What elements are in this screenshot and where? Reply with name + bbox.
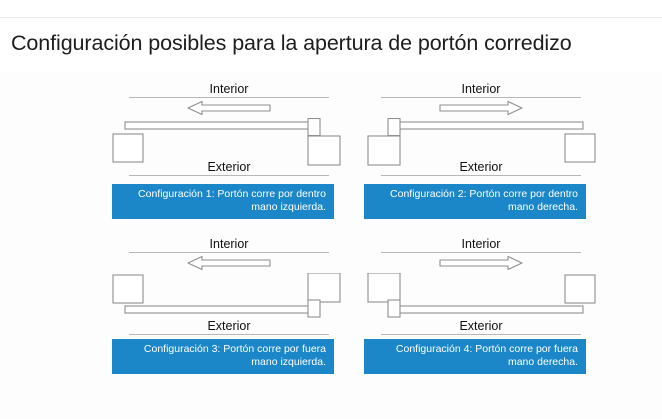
config-panel-2: Interior Exterior Configuración: [355, 82, 605, 230]
exterior-label-2: Exterior: [381, 160, 581, 176]
sliding-gate-inside-right-icon: [367, 118, 596, 166]
sliding-gate-inside-left-icon: [112, 118, 341, 166]
config-caption-4: Configuración 4: Portón corre por fuera …: [364, 339, 586, 374]
gate-drawing-3: [103, 273, 353, 329]
arrow-left-outline-icon: [187, 255, 271, 271]
interior-label-2: Interior: [381, 82, 581, 98]
direction-arrow-1: [129, 100, 329, 116]
exterior-label-1: Exterior: [129, 160, 329, 176]
config-panel-4: Interior Exterior Configuración: [355, 237, 605, 385]
gate-drawing-4: [355, 273, 605, 329]
exterior-rule: [381, 334, 581, 335]
config-panel-3: Interior Ex: [103, 237, 353, 385]
gate-drawing-2: [355, 118, 605, 174]
exterior-rule: [129, 334, 329, 335]
interior-rule: [129, 252, 329, 253]
arrow-left-outline-icon: [187, 100, 271, 116]
config-caption-3: Configuración 3: Portón corre por fuera …: [112, 339, 334, 374]
exterior-rule: [381, 175, 581, 176]
page-title: Configuración posibles para la apertura …: [11, 31, 572, 55]
interior-label-3: Interior: [129, 237, 329, 253]
arrow-right-outline-icon: [439, 100, 523, 116]
direction-arrow-3: [129, 255, 329, 271]
interior-label-4: Interior: [381, 237, 581, 253]
interior-rule: [129, 97, 329, 98]
interior-rule: [381, 97, 581, 98]
arrow-right-outline-icon: [439, 255, 523, 271]
config-caption-1: Configuración 1: Portón corre por dentro…: [112, 184, 334, 219]
gate-drawing-1: [103, 118, 353, 174]
interior-label-1: Interior: [129, 82, 329, 98]
direction-arrow-4: [381, 255, 581, 271]
configurations-figure: Interior Ex: [0, 72, 662, 419]
interior-rule: [381, 252, 581, 253]
header-divider: [0, 17, 662, 18]
config-panel-1: Interior Ex: [103, 82, 353, 230]
sliding-gate-outside-right-icon: [367, 273, 596, 318]
direction-arrow-2: [381, 100, 581, 116]
exterior-rule: [129, 175, 329, 176]
exterior-label-3: Exterior: [129, 319, 329, 335]
exterior-label-4: Exterior: [381, 319, 581, 335]
sliding-gate-outside-left-icon: [112, 273, 341, 318]
config-caption-2: Configuración 2: Portón corre por dentro…: [364, 184, 586, 219]
